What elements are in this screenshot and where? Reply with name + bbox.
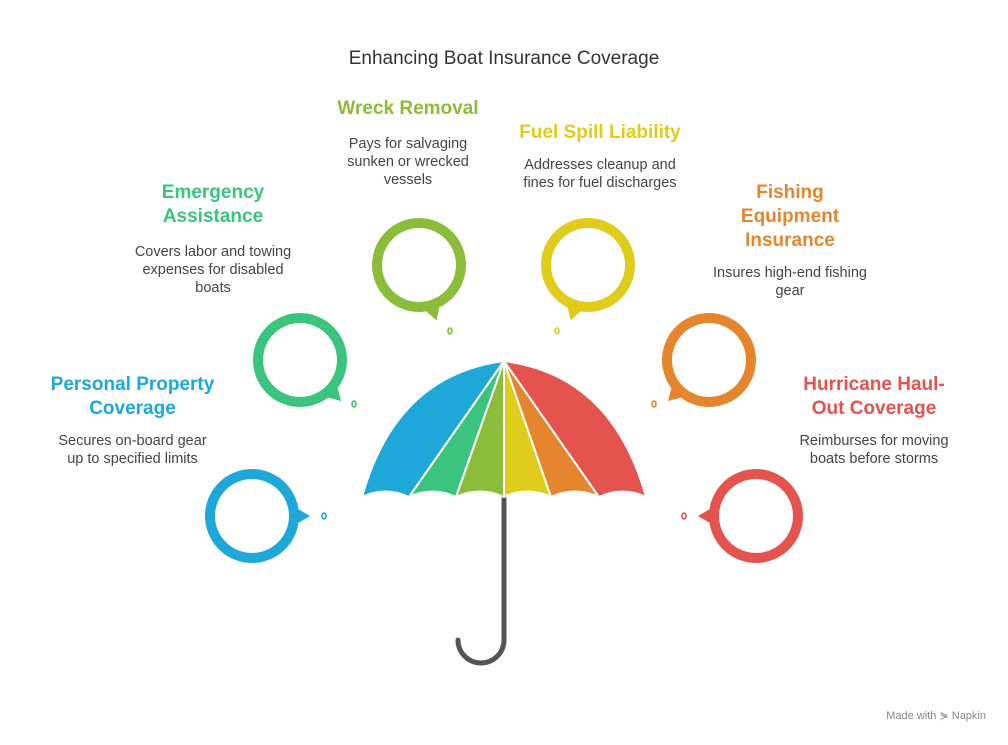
desc-wreck-removal: Pays for salvaging sunken or wrecked ves…: [313, 135, 503, 189]
bubble-center-5: [672, 323, 746, 397]
desc-line: sunken or wrecked: [347, 154, 469, 170]
heading-personal-property: Personal Property Coverage: [30, 373, 235, 421]
raindrop-3: [447, 327, 453, 335]
raindrop-2: [351, 400, 357, 408]
desc-line: up to specified limits: [67, 451, 198, 467]
heading-line: Assistance: [162, 206, 264, 227]
raindrop-4: [554, 327, 560, 335]
desc-line: vessels: [383, 172, 433, 188]
heading-fuel-spill: Fuel Spill Liability: [495, 121, 705, 145]
raindrop-1: [321, 512, 327, 520]
desc-line: Insures high-end fishing: [713, 265, 867, 281]
desc-line: Pays for salvaging: [348, 136, 468, 152]
heading-line: Fuel Spill Liability: [519, 122, 681, 143]
heading-line: Fishing: [756, 182, 824, 203]
desc-emergency-assistance: Covers labor and towing expenses for dis…: [113, 243, 313, 297]
desc-line: boats: [195, 280, 231, 296]
heading-wreck-removal: Wreck Removal: [313, 97, 503, 121]
bubble-center-1: [215, 479, 289, 553]
heading-emergency-assistance: Emergency Assistance: [113, 181, 313, 229]
desc-line: gear: [775, 283, 805, 299]
desc-fishing-equipment: Insures high-end fishing gear: [690, 264, 890, 300]
desc-line: Reimburses for moving: [799, 433, 949, 449]
desc-line: Secures on-board gear: [58, 433, 207, 449]
bubble-center-3: [382, 228, 456, 302]
napkin-watermark: Made with ⋟ Napkin: [886, 710, 986, 722]
desc-line: boats before storms: [809, 451, 939, 467]
heading-line: Emergency: [161, 182, 265, 203]
canopy-segment-1: [361, 360, 505, 498]
heading-line: Equipment: [740, 206, 840, 227]
canopy-segment-6: [503, 360, 647, 498]
desc-line: fines for fuel discharges: [523, 175, 677, 191]
heading-line: Insurance: [745, 230, 835, 251]
heading-line: Hurricane Haul-: [803, 374, 945, 395]
desc-personal-property: Secures on-board gear up to specified li…: [30, 432, 235, 468]
heading-hurricane-haul-out: Hurricane Haul- Out Coverage: [774, 373, 974, 421]
heading-line: Personal Property: [50, 374, 215, 395]
bubble-center-2: [263, 323, 337, 397]
desc-line: Addresses cleanup and: [524, 157, 676, 173]
raindrop-5: [651, 400, 657, 408]
heading-line: Out Coverage: [811, 398, 937, 419]
heading-fishing-equipment: Fishing Equipment Insurance: [690, 181, 890, 253]
desc-line: expenses for disabled: [142, 262, 284, 278]
desc-hurricane-haul-out: Reimburses for moving boats before storm…: [774, 432, 974, 468]
bubble-center-6: [719, 479, 793, 553]
desc-line: Covers labor and towing: [134, 244, 292, 260]
heading-line: Coverage: [89, 398, 176, 419]
bubble-center-4: [551, 228, 625, 302]
page-title: Enhancing Boat Insurance Coverage: [348, 48, 660, 69]
umbrella-handle: [455, 495, 507, 666]
desc-fuel-spill: Addresses cleanup and fines for fuel dis…: [495, 156, 705, 192]
heading-line: Wreck Removal: [337, 98, 479, 119]
raindrop-6: [681, 512, 687, 520]
